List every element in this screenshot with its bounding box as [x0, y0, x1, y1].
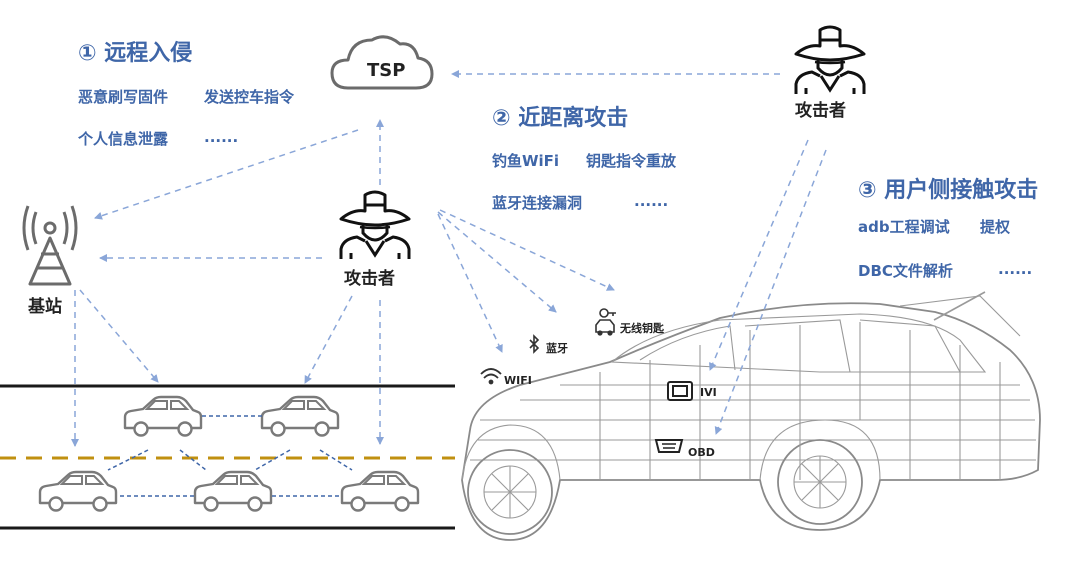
attack-arrows [71, 70, 827, 447]
key-icon [595, 308, 616, 336]
bluetooth-label: 蓝牙 [546, 342, 568, 355]
v2v-links [107, 415, 353, 497]
wireless-key-label: 无线钥匙 [620, 322, 664, 335]
near-item-4: ...... [634, 192, 669, 210]
obd-label: OBD [688, 446, 715, 459]
obd-icon [654, 439, 684, 453]
user-item-4: ...... [998, 260, 1033, 278]
base-station-label: 基站 [28, 297, 62, 317]
user-item-2: 提权 [980, 218, 1011, 236]
vehicle-4 [193, 470, 273, 512]
section-near-title: ② 近距离攻击 [492, 106, 629, 131]
attacker-icon-center [339, 190, 411, 261]
remote-item-3: 个人信息泄露 [78, 130, 169, 148]
tower-icon [22, 205, 78, 286]
attacker-label-right: 攻击者 [795, 101, 846, 121]
bluetooth-icon [529, 334, 540, 354]
attacker-label-center: 攻击者 [344, 269, 395, 289]
attacker-icon-right [794, 25, 866, 96]
remote-item-4: ...... [204, 128, 239, 146]
vehicle-1 [123, 395, 203, 437]
remote-item-1: 恶意刷写固件 [78, 88, 169, 106]
user-item-1: adb工程调试 [858, 218, 950, 236]
wifi-label: WIFI [504, 374, 532, 387]
section-remote-title: ① 远程入侵 [78, 41, 193, 66]
near-item-1: 钓鱼WiFi [492, 152, 560, 170]
ivi-label: IVI [700, 386, 717, 399]
near-item-3: 蓝牙连接漏洞 [492, 194, 583, 212]
wifi-icon [480, 368, 502, 385]
tsp-label: TSP [367, 60, 406, 81]
cloud-icon [330, 35, 434, 90]
vehicle-3 [38, 470, 118, 512]
ivi-icon [667, 381, 693, 401]
vehicle-5 [340, 470, 420, 512]
vehicle-2 [260, 395, 340, 437]
wireframe-car [461, 291, 1041, 541]
near-item-2: 钥匙指令重放 [586, 152, 677, 170]
section-user-title: ③ 用户侧接触攻击 [858, 178, 1039, 203]
remote-item-2: 发送控车指令 [204, 88, 295, 106]
user-item-3: DBC文件解析 [858, 262, 953, 280]
